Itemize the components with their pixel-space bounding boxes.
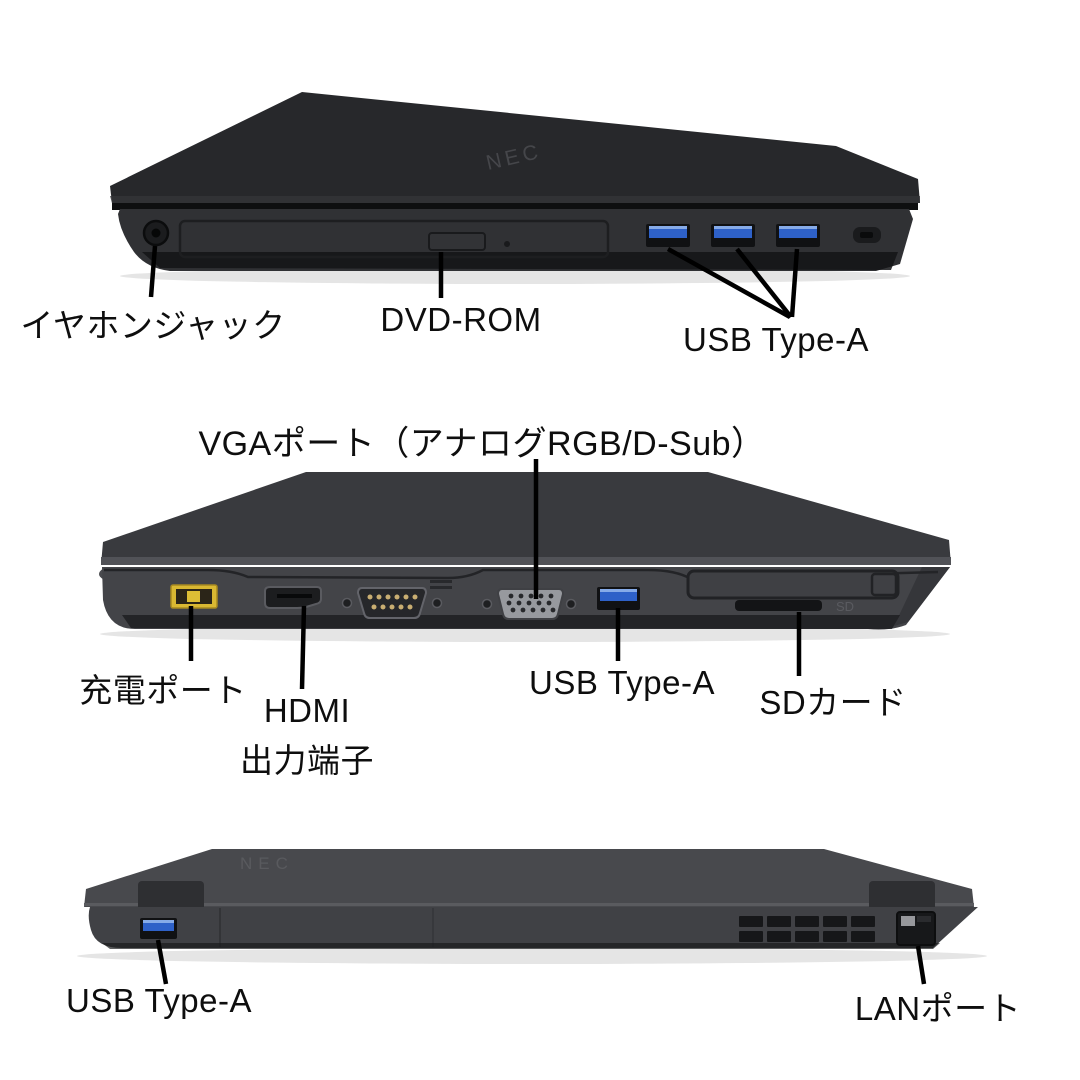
base-seam-curve bbox=[104, 568, 939, 581]
dvd-drive-tray bbox=[178, 219, 610, 259]
serial-port bbox=[356, 587, 428, 619]
usb-tongue-highlight bbox=[779, 226, 817, 229]
base-right-bevel bbox=[894, 567, 950, 626]
sd-card-slot bbox=[735, 600, 822, 611]
sd-slot-marking: SD bbox=[836, 599, 854, 614]
base-bottom-shadow bbox=[142, 252, 898, 270]
headphone-jack-hole bbox=[151, 228, 161, 238]
hinge-right bbox=[869, 881, 935, 911]
leader-lines bbox=[148, 245, 927, 985]
lan-port-notch bbox=[917, 916, 931, 922]
floor-shadow bbox=[100, 626, 950, 642]
laptop-right-side-view: NEC bbox=[110, 92, 920, 284]
floor-shadow bbox=[77, 948, 987, 964]
hdmi-slit bbox=[277, 594, 312, 598]
kensington-lock-hole bbox=[860, 232, 873, 238]
label-hdmi-line2: 出力端子 bbox=[240, 742, 374, 779]
lid-bottom-edge bbox=[84, 903, 974, 906]
label-charge-port: 充電ポート bbox=[79, 672, 247, 709]
base-bottom-shadow bbox=[102, 943, 940, 949]
label-usb-type-a-rear: USB Type-A bbox=[66, 982, 252, 1019]
usb-port-group bbox=[646, 224, 820, 247]
usb-tongue-highlight bbox=[600, 589, 637, 592]
lid-front-edge bbox=[110, 196, 920, 203]
expresscard-slot bbox=[686, 569, 900, 600]
base-bottom-shadow bbox=[122, 615, 900, 629]
label-hdmi-line1: HDMI bbox=[263, 692, 351, 729]
lid-base-gap bbox=[112, 203, 918, 210]
hinge-left bbox=[138, 881, 204, 911]
label-sd-card: SDカード bbox=[759, 684, 907, 721]
laptop-left-side-view: SD bbox=[99, 472, 951, 642]
leader-headphone bbox=[148, 245, 158, 298]
label-lan-port: LANポート bbox=[854, 990, 1022, 1027]
brand-logo-text: NEC bbox=[240, 854, 294, 873]
vga-pin-holes bbox=[506, 593, 556, 613]
laptop-lid bbox=[101, 472, 951, 565]
screw-hole bbox=[481, 598, 493, 610]
dvd-indicator-dot bbox=[504, 241, 510, 247]
screw-hole bbox=[431, 597, 443, 609]
screw-hole bbox=[341, 597, 353, 609]
leader-usb-1 bbox=[666, 247, 792, 319]
screw-hole bbox=[565, 598, 577, 610]
dvd-eject-button bbox=[428, 232, 486, 251]
charge-port-tab bbox=[187, 591, 200, 602]
label-headphone-jack: イヤホンジャック bbox=[20, 307, 286, 344]
laptop-rear-view: NEC bbox=[77, 849, 987, 964]
label-dvd-rom: DVD-ROM bbox=[380, 301, 542, 338]
usb-tongue-highlight bbox=[649, 226, 687, 229]
serial-pins bbox=[367, 594, 418, 610]
vent-dash bbox=[430, 580, 452, 583]
usb-tongue-highlight bbox=[143, 920, 174, 923]
label-usb-type-a-left: USB Type-A bbox=[529, 664, 715, 701]
expresscard-eject-button bbox=[870, 572, 898, 597]
leader-usb-3 bbox=[789, 248, 800, 318]
laptop-lid bbox=[84, 849, 974, 907]
label-usb-type-a-right: USB Type-A bbox=[683, 321, 869, 358]
lan-port-clip bbox=[901, 916, 915, 926]
leader-usb-2 bbox=[735, 247, 793, 319]
leader-lan bbox=[915, 945, 927, 985]
usb-tongue-highlight bbox=[714, 226, 752, 229]
vent-grille bbox=[739, 916, 875, 942]
lid-front-edge bbox=[101, 557, 951, 565]
usb-tongue bbox=[143, 920, 174, 931]
leader-usb-rear bbox=[155, 939, 169, 985]
laptop-lid bbox=[110, 92, 920, 203]
label-vga-port: VGAポート（アナログRGB/D-Sub） bbox=[198, 425, 766, 463]
leader-hdmi bbox=[299, 605, 307, 690]
vent-dash bbox=[430, 586, 452, 589]
